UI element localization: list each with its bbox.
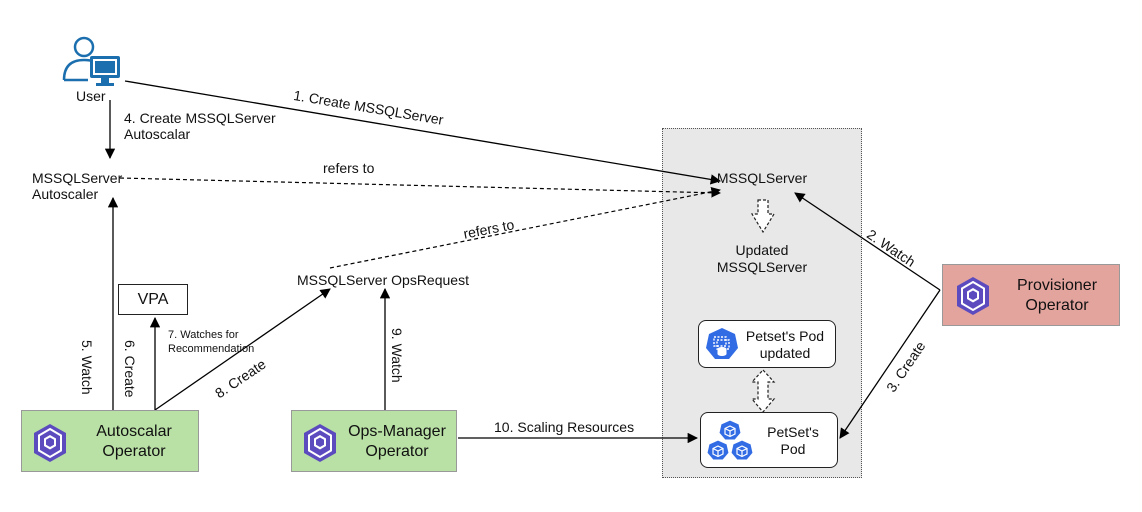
- petset-pod-label-2: Pod: [780, 441, 806, 457]
- provisioner-operator-label-2: Operator: [1025, 297, 1089, 314]
- edge-label-watches-2: Recommendation: [168, 343, 255, 355]
- petset-pod-label-1: PetSet's: [767, 424, 819, 440]
- user-computer-icon: [62, 36, 120, 86]
- edge-label-watches-1: 7. Watches for: [168, 329, 239, 341]
- pod-sync-arrow: [750, 369, 776, 413]
- edge-create-opsrequest: [154, 288, 331, 411]
- kubernetes-petset-icon: [706, 328, 738, 359]
- edge-refers-to-opsrequest: [329, 186, 721, 269]
- edge-label-create-vpa: 6. Create: [122, 340, 138, 398]
- petset-pod-updated-label-2: updated: [759, 345, 811, 361]
- ops-manager-operator-box: Ops-Manager Operator: [291, 410, 457, 472]
- kubernetes-pods-icon: [706, 419, 754, 461]
- petset-pod-updated-label-1: Petset's Pod: [745, 328, 825, 344]
- edge-label-refers-to-1: refers to: [323, 160, 375, 176]
- update-arrow: [750, 199, 776, 234]
- mssql-autoscaler-label-1: MSSQLServer: [32, 170, 123, 186]
- petset-pod-box: PetSet's Pod: [700, 412, 838, 468]
- mssqlserver-label: MSSQLServer: [716, 170, 808, 186]
- edge-label-create-autoscaler-2: Autoscalar: [124, 126, 191, 142]
- updated-mssqlserver-label-1: Updated: [735, 242, 789, 258]
- kubernetes-operator-icon: [957, 277, 989, 315]
- edge-label-create-autoscaler-1: 4. Create MSSQLServer: [124, 110, 276, 126]
- edge-label-scaling-resources: 10. Scaling Resources: [494, 419, 635, 435]
- autoscalar-operator-box: Autoscalar Operator: [21, 410, 199, 472]
- autoscalar-operator-label-2: Operator: [102, 443, 166, 460]
- provisioner-operator-box: Provisioner Operator: [942, 264, 1120, 326]
- edge-watch-provisioner: [794, 192, 941, 291]
- updated-mssqlserver-label-2: MSSQLServer: [716, 259, 808, 275]
- petset-pod-updated-box: Petset's Pod updated: [698, 320, 836, 368]
- mssql-autoscaler-label-2: Autoscaler: [32, 186, 99, 202]
- ops-manager-operator-label-1: Ops-Manager: [348, 423, 446, 440]
- user-label: User: [76, 88, 106, 104]
- kubernetes-operator-icon: [304, 424, 336, 462]
- vpa-box: VPA: [118, 284, 188, 315]
- autoscalar-operator-label-1: Autoscalar: [96, 423, 172, 440]
- ops-request-label: MSSQLServer OpsRequest: [297, 272, 469, 288]
- edge-label-watch-opsrequest: 9. Watch: [389, 328, 405, 383]
- provisioner-operator-label-1: Provisioner: [1016, 277, 1098, 294]
- edge-create-pod: [839, 289, 941, 439]
- kubernetes-operator-icon: [34, 424, 66, 462]
- edge-label-watch-autoscaler: 5. Watch: [79, 340, 95, 395]
- edge-refers-to-autoscaler: [119, 177, 721, 198]
- edge-create-mssqlserver: [124, 80, 722, 185]
- ops-manager-operator-label-2: Operator: [365, 443, 429, 460]
